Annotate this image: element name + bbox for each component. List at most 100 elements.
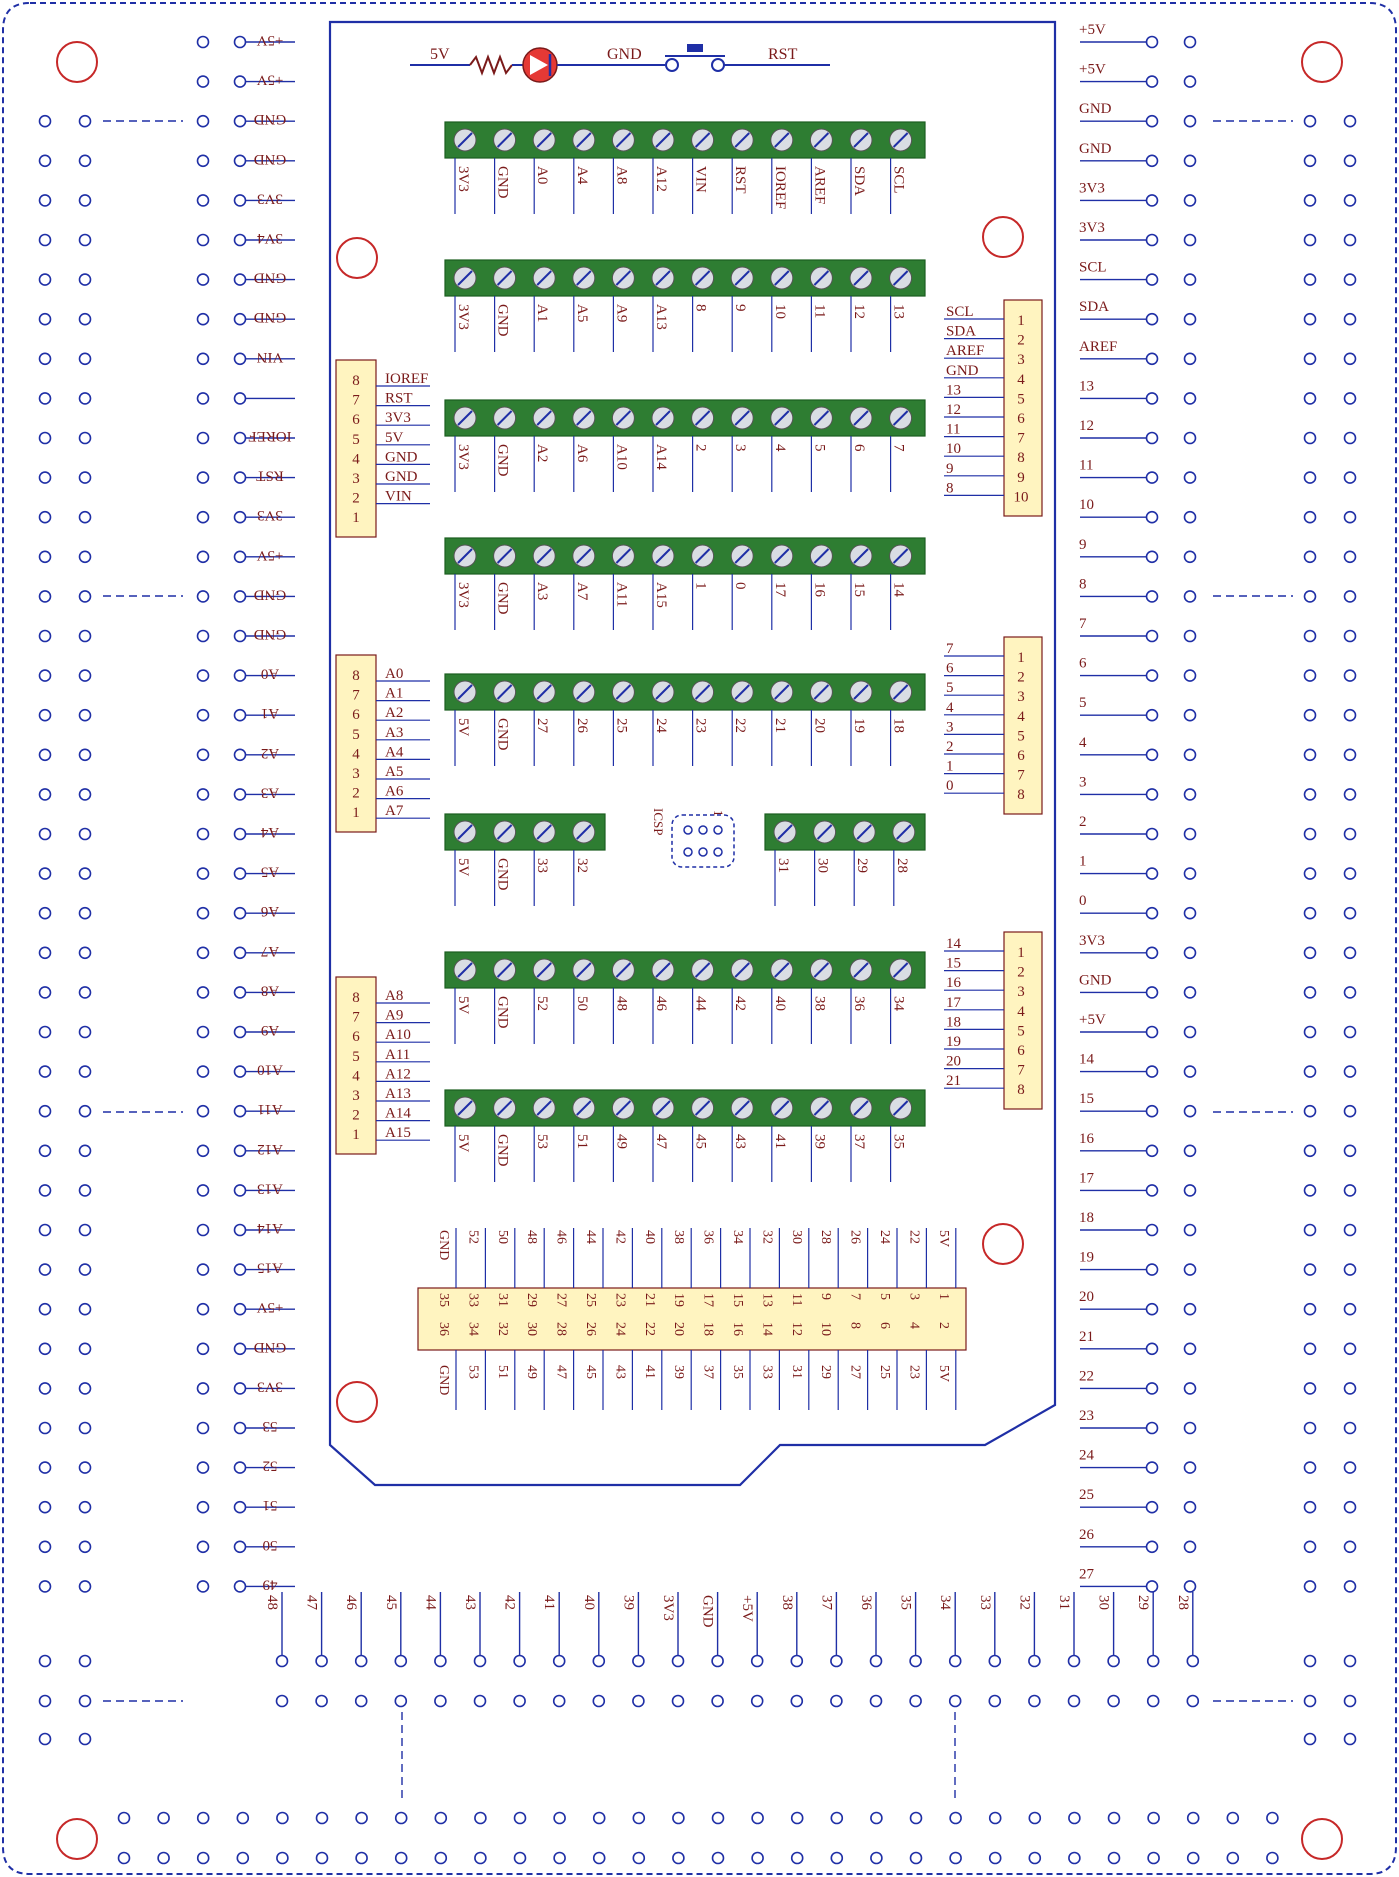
screw-icon-slot: [655, 132, 671, 148]
via-hole: [1303, 1461, 1317, 1474]
bottom-edge-label: 37: [818, 1595, 834, 1611]
via-hole: [1343, 1065, 1357, 1078]
header-pin-label: A13: [385, 1086, 411, 1102]
terminal-pin-label: 13: [891, 304, 907, 319]
screw-icon-slot: [694, 962, 711, 978]
via-hole: [196, 312, 210, 326]
terminal-pin-label: 39: [811, 1134, 827, 1149]
via-hole: [1303, 114, 1317, 128]
screw-icon-slot: [536, 684, 552, 700]
via-hole: [38, 1263, 52, 1276]
terminal-pin-label: 23: [693, 718, 709, 733]
header-pin-label: 11: [946, 422, 960, 438]
terminal-pin-label: 5V: [455, 858, 471, 877]
screw-icon-slot: [457, 824, 473, 840]
via-hole: [1028, 1811, 1042, 1825]
double-header-top-number: 25: [583, 1293, 598, 1307]
terminal-pin-label: 43: [732, 1134, 748, 1149]
via-hole: [1145, 312, 1159, 326]
header-pin-label: 21: [946, 1073, 961, 1089]
header-pin-label: IOREF: [385, 371, 428, 387]
via-hole: [1183, 1461, 1197, 1474]
via-hole: [354, 1694, 368, 1708]
via-hole: [1145, 1104, 1159, 1118]
via-hole: [711, 1694, 724, 1708]
header-pin-number: 8: [352, 990, 360, 1006]
via-hole: [1303, 1500, 1317, 1514]
header-pin-number: 1: [1017, 313, 1025, 329]
resistor-icon: [469, 54, 513, 76]
via-hole: [196, 946, 210, 960]
right-edge-label: 2: [1079, 814, 1087, 830]
via-hole: [196, 273, 210, 286]
via-hole: [1183, 392, 1197, 405]
screw-icon-slot: [457, 270, 473, 286]
terminal-pin-label: 24: [653, 718, 669, 734]
via-hole: [78, 1223, 92, 1237]
via-hole: [1303, 827, 1317, 841]
right-edge-label: 18: [1079, 1210, 1094, 1226]
terminal-pin-label: 3V3: [455, 166, 471, 192]
double-header-top-number: 27: [554, 1293, 569, 1307]
double-header-bottom-number: 28: [554, 1322, 569, 1336]
via-hole: [38, 1223, 52, 1237]
terminal-pin-label: 5V: [455, 996, 471, 1015]
right-edge-label: 13: [1079, 378, 1094, 394]
via-hole: [790, 1811, 804, 1825]
header-pin-number: 2: [352, 786, 360, 802]
via-hole: [909, 1694, 922, 1708]
terminal-pin-label: 29: [854, 858, 870, 873]
via-hole: [233, 788, 247, 801]
via-hole: [592, 1654, 606, 1668]
header-pin-number: 4: [1017, 709, 1025, 725]
screw-icon-slot: [774, 548, 790, 564]
double-header-top-number: 31: [495, 1293, 510, 1307]
right-edge-label: 3V3: [1079, 180, 1105, 196]
via-hole: [870, 1851, 883, 1865]
via-hole: [1343, 1104, 1357, 1118]
via-hole: [1303, 550, 1317, 564]
header-pin-number: 8: [352, 373, 360, 389]
screw-icon-slot: [536, 270, 552, 286]
via-hole: [790, 1851, 804, 1865]
via-hole: [1186, 1811, 1200, 1825]
via-hole: [513, 1851, 527, 1865]
screw-icon-slot: [774, 270, 790, 286]
via-hole: [1186, 1851, 1200, 1865]
via-hole: [78, 1732, 92, 1746]
double-header-top-number: 35: [436, 1293, 451, 1307]
via-hole: [1183, 986, 1197, 999]
via-hole: [233, 1461, 247, 1474]
via-hole: [1183, 1382, 1197, 1395]
via-hole: [38, 233, 52, 247]
right-edge-label: 26: [1079, 1527, 1095, 1543]
double-header-top-label: 52: [465, 1230, 480, 1244]
via-hole: [1147, 1811, 1160, 1825]
via-hole: [1303, 194, 1317, 207]
via-hole: [1183, 194, 1197, 207]
via-hole: [78, 194, 92, 207]
via-hole: [1183, 1184, 1197, 1197]
via-hole: [276, 1811, 289, 1825]
via-hole: [1145, 669, 1159, 682]
double-header-bottom-label: 35: [730, 1365, 745, 1379]
via-hole: [1303, 233, 1317, 247]
via-hole: [196, 1421, 210, 1435]
via-hole: [233, 510, 247, 524]
left-edge-label: +5V: [256, 547, 283, 563]
header-pin-number: 5: [1017, 391, 1025, 407]
left-edge-label: 51: [263, 1497, 278, 1513]
screw-icon-slot: [457, 132, 473, 148]
via-hole: [315, 1851, 329, 1865]
header-pin-label: RST: [385, 391, 413, 407]
via-hole: [233, 1421, 247, 1435]
via-hole: [790, 1694, 804, 1708]
left-edge-label: A3: [261, 784, 279, 800]
terminal-pin-label: 38: [811, 996, 827, 1011]
header-pin-label: A15: [385, 1125, 411, 1141]
double-header-bottom-label: 45: [583, 1365, 598, 1379]
via-hole: [394, 1694, 408, 1708]
via-hole: [1183, 629, 1197, 643]
via-hole: [1343, 867, 1357, 880]
header-pin-number: 9: [1017, 470, 1025, 486]
